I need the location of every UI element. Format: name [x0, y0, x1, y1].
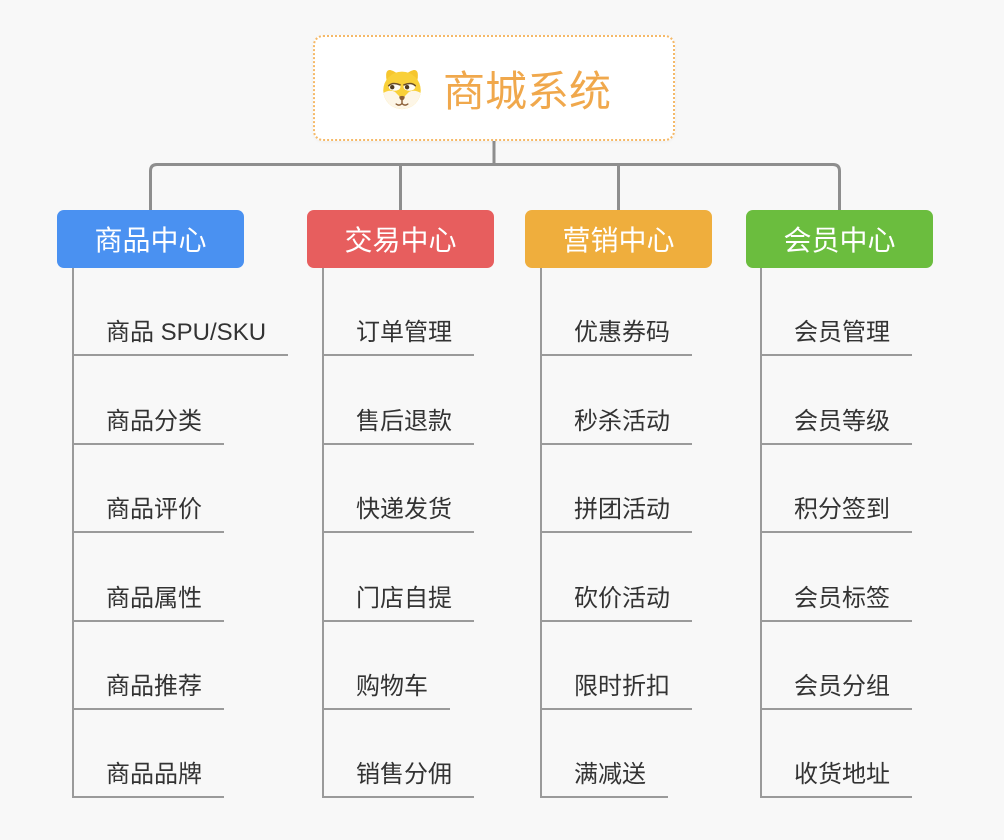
- child-topic[interactable]: 售后退款: [322, 356, 474, 445]
- child-topic[interactable]: 收货地址: [760, 710, 912, 799]
- child-topic[interactable]: 会员管理: [760, 268, 912, 357]
- branch-node-member-center[interactable]: 会员中心: [746, 210, 933, 268]
- child-topic[interactable]: 商品属性: [72, 533, 224, 622]
- root-node-label: 商城系统: [442, 67, 611, 115]
- child-list-marketing-center: 优惠券码秒杀活动拼团活动砍价活动限时折扣满减送: [540, 268, 692, 799]
- shiba-dog-icon: [383, 69, 421, 110]
- branch-node-trade-center[interactable]: 交易中心: [307, 210, 494, 268]
- child-topic[interactable]: 秒杀活动: [540, 356, 692, 445]
- child-topic[interactable]: 会员分组: [760, 622, 912, 710]
- branch-node-product-center[interactable]: 商品中心: [57, 210, 244, 268]
- child-topic[interactable]: 会员等级: [760, 356, 912, 445]
- child-list-member-center: 会员管理会员等级积分签到会员标签会员分组收货地址: [760, 268, 912, 799]
- child-list-trade-center: 订单管理售后退款快递发货门店自提购物车销售分佣: [322, 268, 474, 799]
- child-topic[interactable]: 商品品牌: [72, 710, 224, 799]
- child-topic[interactable]: 优惠券码: [540, 268, 692, 357]
- child-topic[interactable]: 会员标签: [760, 533, 912, 622]
- child-topic[interactable]: 满减送: [540, 710, 668, 799]
- child-topic[interactable]: 订单管理: [322, 268, 474, 357]
- branch-node-marketing-center[interactable]: 营销中心: [525, 210, 712, 268]
- child-topic[interactable]: 门店自提: [322, 533, 474, 622]
- child-topic[interactable]: 限时折扣: [540, 622, 692, 710]
- child-topic[interactable]: 快递发货: [322, 445, 474, 534]
- child-topic[interactable]: 拼团活动: [540, 445, 692, 534]
- child-topic[interactable]: 商品推荐: [72, 622, 224, 710]
- child-topic[interactable]: 商品 SPU/SKU: [72, 268, 289, 357]
- child-topic[interactable]: 销售分佣: [322, 710, 474, 799]
- child-topic[interactable]: 积分签到: [760, 445, 912, 534]
- root-node-mall-system[interactable]: 商城系统: [313, 35, 675, 141]
- child-topic[interactable]: 商品分类: [72, 356, 224, 445]
- child-topic[interactable]: 购物车: [322, 622, 450, 710]
- child-topic[interactable]: 砍价活动: [540, 533, 692, 622]
- child-topic[interactable]: 商品评价: [72, 445, 224, 534]
